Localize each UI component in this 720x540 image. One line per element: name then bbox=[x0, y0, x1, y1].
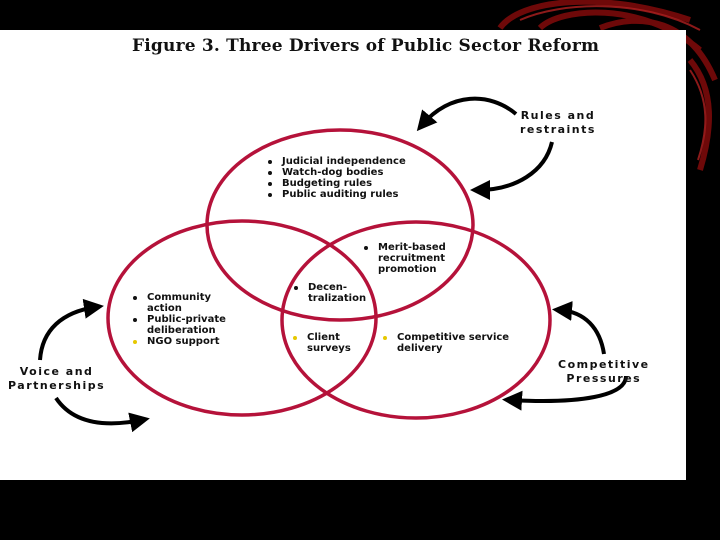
list-item: Community action bbox=[131, 292, 226, 314]
arrow-rules-lower bbox=[470, 141, 554, 200]
arrow-competitive-upper bbox=[552, 300, 606, 355]
voice-bullets: Community action Public-private delibera… bbox=[131, 292, 226, 347]
list-item: Public-private deliberation bbox=[131, 314, 226, 336]
list-item: Budgeting rules bbox=[266, 178, 406, 189]
list-item: NGO support bbox=[131, 336, 226, 347]
list-item: Watch-dog bodies bbox=[266, 167, 406, 178]
circle-voice bbox=[106, 219, 378, 417]
slide-canvas: Figure 3. Three Drivers of Public Sector… bbox=[0, 30, 686, 480]
list-item: Client surveys bbox=[291, 332, 351, 354]
rules-voice-overlap: Decen- tralization bbox=[292, 282, 366, 304]
voice-competitive-overlap: Client surveys bbox=[291, 332, 351, 354]
driver-competitive-label: Competitive Pressures bbox=[558, 358, 650, 385]
circle-competitive bbox=[280, 220, 552, 420]
list-item: Decen- tralization bbox=[292, 282, 366, 304]
rules-bullets: Judicial independence Watch-dog bodies B… bbox=[266, 156, 406, 200]
driver-rules-label: Rules and restraints bbox=[520, 109, 596, 136]
rules-competitive-overlap: Merit-based recruitment promotion bbox=[362, 242, 446, 275]
list-item: Public auditing rules bbox=[266, 189, 406, 200]
list-item: Competitive service delivery bbox=[381, 332, 509, 354]
arrow-voice-upper bbox=[38, 298, 104, 361]
driver-voice-label: Voice and Partnerships bbox=[8, 365, 106, 392]
figure-title: Figure 3. Three Drivers of Public Sector… bbox=[132, 36, 600, 56]
arrow-competitive-lower bbox=[502, 375, 628, 411]
arrow-voice-lower bbox=[54, 396, 150, 433]
arrow-rules-upper bbox=[416, 96, 518, 132]
list-item: Judicial independence bbox=[266, 156, 406, 167]
venn-diagram bbox=[38, 96, 628, 433]
list-item: Merit-based recruitment promotion bbox=[362, 242, 446, 275]
competitive-bullets: Competitive service delivery bbox=[381, 332, 509, 354]
